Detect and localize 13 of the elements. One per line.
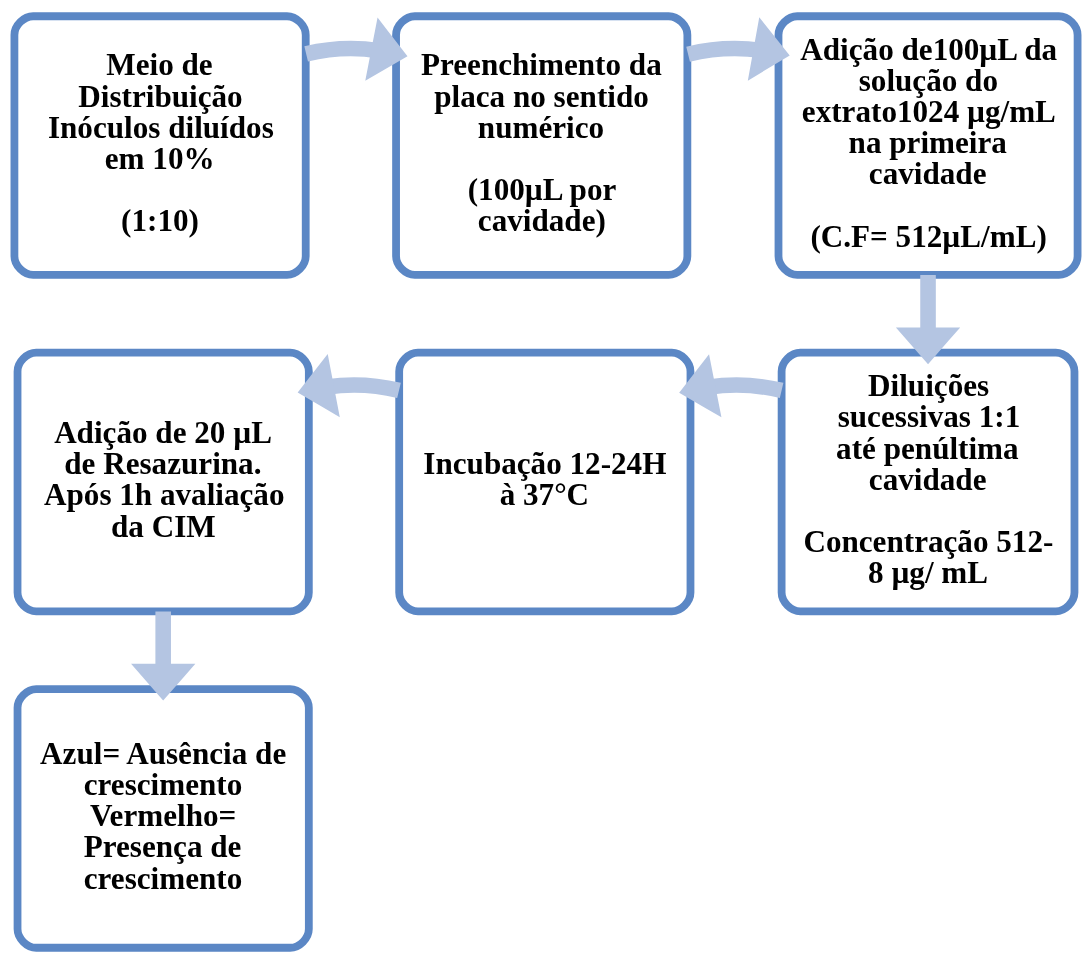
arrow xyxy=(686,16,790,81)
node-box: Incubação 12-24H à 37°C xyxy=(395,348,695,615)
node-box: Meio de Distribuição Inóculos diluídos em 10% (1:10) xyxy=(10,11,310,279)
node-box: Adição de100µL da solução do extrato1024 µg/mL na primeira cavidade (C.F= 512µL/mL) xyxy=(774,11,1082,279)
node-box: Preenchimento da placa no sentido numérico (100µL por cavidade) xyxy=(392,11,692,279)
arrow xyxy=(895,274,961,364)
node-box: Azul= Ausência de crescimento Vermelho= Presença de crescimento xyxy=(13,684,313,952)
arrow xyxy=(679,353,784,417)
arrow xyxy=(131,611,196,701)
node-box: Adição de 20 µL de Resazurina. Após 1h avaliação da CIM xyxy=(13,348,313,615)
node-box: Diluições sucessivas 1:1 até penúltima cavidade Concentração 512- 8 µg/ mL xyxy=(777,348,1079,615)
arrow xyxy=(297,353,401,417)
arrow xyxy=(304,17,408,81)
